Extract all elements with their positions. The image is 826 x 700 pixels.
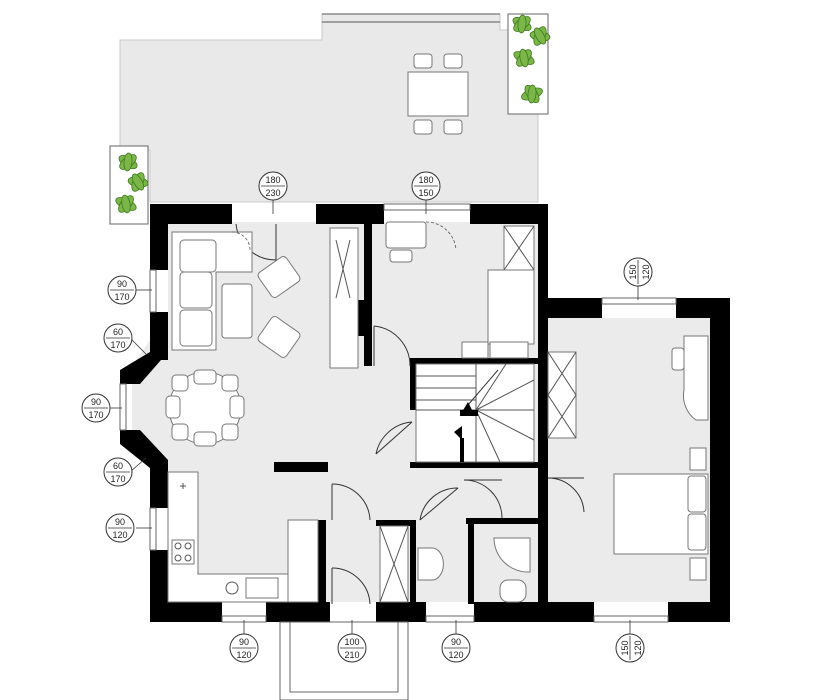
label-height: 120 xyxy=(112,530,127,540)
label-bottom-window-1: 90 120 xyxy=(229,620,259,663)
label-right-window: 150 120 xyxy=(623,257,653,300)
label-width: 100 xyxy=(344,637,359,647)
coffee-table-icon xyxy=(221,283,253,339)
label-width: 60 xyxy=(113,461,123,471)
label-height: 120 xyxy=(448,650,463,660)
label-left-window-4: 60 170 xyxy=(103,457,147,487)
label-height: 170 xyxy=(110,474,125,484)
label-width: 90 xyxy=(451,637,461,647)
label-width: 60 xyxy=(113,327,123,337)
label-height: 120 xyxy=(633,640,643,655)
windows xyxy=(119,203,677,623)
label-height: 170 xyxy=(114,292,129,302)
label-height: 210 xyxy=(344,650,359,660)
kitchen-2-furniture xyxy=(385,221,535,359)
armchair-icon xyxy=(257,256,301,358)
label-height: 170 xyxy=(110,340,125,350)
label-width: 90 xyxy=(239,637,249,647)
label-top-left-door: 180 230 xyxy=(258,171,288,214)
label-left-window-3: 90 170 xyxy=(81,393,122,423)
label-height: 170 xyxy=(88,410,103,420)
plant-icon xyxy=(109,145,149,225)
label-left-window-1: 90 170 xyxy=(107,275,152,305)
label-width: 180 xyxy=(418,175,433,185)
kitchen-counter-icon xyxy=(167,471,319,603)
shower-icon xyxy=(493,537,531,573)
label-width: 150 xyxy=(620,640,630,655)
bed-icon xyxy=(613,447,709,581)
dining-table-icon xyxy=(165,369,245,447)
doors xyxy=(235,223,585,605)
label-left-window-2: 60 170 xyxy=(103,323,147,355)
label-bottom-window-2: 90 120 xyxy=(441,620,471,663)
sink-icon xyxy=(417,547,444,581)
label-top-mid-window: 180 150 xyxy=(411,171,441,214)
label-height: 120 xyxy=(641,264,651,279)
label-width: 180 xyxy=(265,175,280,185)
entrance-porch xyxy=(279,621,409,700)
bathtub-icon xyxy=(379,525,409,603)
label-bottom-window-3: 150 120 xyxy=(615,620,645,663)
label-width: 90 xyxy=(91,397,101,407)
desk-icon xyxy=(671,335,709,421)
terrace-dining-table-icon xyxy=(407,53,469,135)
wardrobe-icon xyxy=(547,351,577,439)
toilet-icon xyxy=(499,579,527,603)
label-entrance-door: 100 210 xyxy=(337,620,367,663)
tv-cabinet-icon xyxy=(329,227,359,369)
label-width: 150 xyxy=(628,264,638,279)
label-left-window-5: 90 120 xyxy=(105,513,152,543)
label-height: 230 xyxy=(265,188,280,198)
stairs-icon xyxy=(415,363,535,463)
label-height: 150 xyxy=(418,188,433,198)
label-height: 120 xyxy=(236,650,251,660)
terrace xyxy=(119,13,539,203)
label-width: 90 xyxy=(115,517,125,527)
sofa-icon xyxy=(171,231,253,351)
plant-icon xyxy=(507,13,551,115)
label-width: 90 xyxy=(117,279,127,289)
